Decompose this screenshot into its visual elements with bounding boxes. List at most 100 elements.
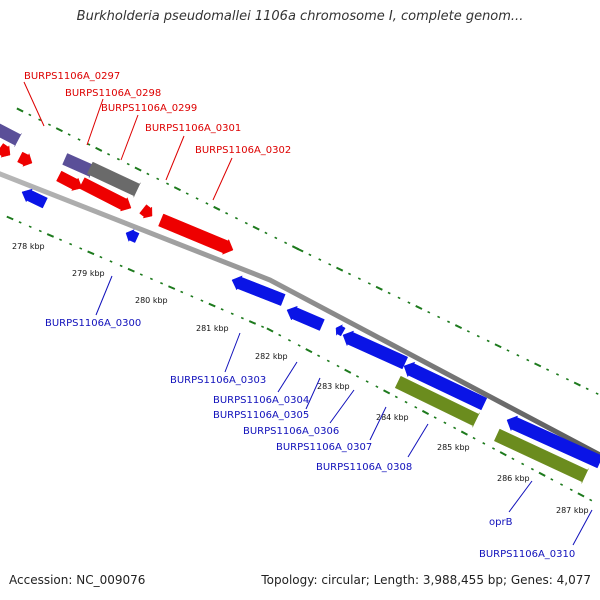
- gene-burps1106a-0310[interactable]: [506, 415, 600, 469]
- gene-burps1106a-0301[interactable]: [158, 213, 234, 255]
- outer-dotted-ring: [87, 143, 91, 146]
- gene-label[interactable]: BURPS1106A_0308: [316, 462, 412, 473]
- backbone-ring: [0, 171, 600, 458]
- outer-dotted-ring: [555, 373, 560, 376]
- gene-label[interactable]: oprB: [489, 517, 513, 528]
- outer-dotted-ring: [16, 107, 24, 113]
- tick-label: 283 kbp: [317, 382, 350, 391]
- inner-dotted-ring: [99, 255, 103, 259]
- outer-dotted-ring: [146, 172, 150, 176]
- inner-dotted-ring: [168, 285, 176, 290]
- inner-dotted-ring: [433, 416, 437, 419]
- inner-dotted-ring: [261, 325, 265, 329]
- outer-dotted-ring: [387, 291, 391, 295]
- leader-line: [305, 377, 321, 410]
- gene-label[interactable]: BURPS1106A_0297: [24, 71, 120, 82]
- gene-burps1106a-0297[interactable]: [0, 143, 11, 158]
- leader-line: [277, 361, 298, 393]
- gene-burps1106a-0308[interactable]: [394, 375, 480, 428]
- gene-burps1106a-0307[interactable]: [403, 361, 488, 411]
- inner-dotted-ring: [220, 308, 224, 311]
- outer-dotted-ring: [534, 362, 542, 368]
- outer-dotted-ring: [195, 197, 199, 200]
- inner-dotted-ring: [472, 436, 476, 440]
- gene-burps1106a-0299b[interactable]: [78, 177, 132, 212]
- inner-dotted-ring: [550, 478, 554, 481]
- inner-dotted-ring: [28, 225, 32, 228]
- gene-burps1106a-0301a[interactable]: [139, 204, 153, 219]
- outer-dotted-ring: [328, 263, 332, 266]
- inner-dotted-ring: [248, 320, 257, 325]
- leader-line: [212, 157, 233, 201]
- inner-dotted-ring: [38, 229, 42, 233]
- outer-dotted-ring: [516, 354, 520, 357]
- gene-label[interactable]: BURPS1106A_0298: [65, 88, 161, 99]
- outer-dotted-ring: [573, 381, 581, 387]
- gene-label[interactable]: BURPS1106A_0303: [170, 375, 266, 386]
- outer-dotted-ring: [397, 296, 401, 300]
- inner-dotted-ring: [482, 442, 486, 445]
- topology-text: Topology: circular; Length: 3,988,455 bp…: [261, 573, 591, 587]
- gene-label[interactable]: BURPS1106A_0306: [243, 426, 339, 437]
- outer-dotted-ring: [28, 113, 32, 117]
- inner-dotted-ring: [577, 492, 585, 498]
- outer-dotted-ring: [407, 301, 411, 304]
- inner-dotted-ring: [139, 273, 143, 276]
- gene-label[interactable]: BURPS1106A_0307: [276, 442, 372, 453]
- gene-other-left[interactable]: [0, 123, 22, 147]
- inner-dotted-ring: [511, 457, 515, 461]
- inner-dotted-ring: [538, 471, 546, 477]
- gene-label[interactable]: BURPS1106A_0300: [45, 318, 141, 329]
- gene-label[interactable]: BURPS1106A_0304: [213, 395, 309, 406]
- inner-dotted-ring: [443, 421, 447, 425]
- inner-dotted-ring: [499, 451, 507, 457]
- leader-line: [369, 406, 387, 441]
- gene-opr-b[interactable]: [493, 428, 589, 484]
- inner-dotted-ring: [394, 395, 398, 399]
- gene-label[interactable]: BURPS1106A_0301: [145, 123, 241, 134]
- inner-dotted-ring: [149, 277, 153, 281]
- gene-gray[interactable]: [86, 161, 141, 198]
- gene-burps1106a-0298[interactable]: [17, 151, 33, 167]
- inner-dotted-ring: [344, 368, 352, 374]
- inner-dotted-ring: [266, 327, 274, 333]
- outer-dotted-ring: [447, 320, 451, 324]
- tick-label: 282 kbp: [255, 352, 288, 361]
- leader-line: [508, 480, 533, 513]
- inner-dotted-ring: [404, 400, 408, 404]
- gene-label[interactable]: BURPS1106A_0302: [195, 145, 291, 156]
- inner-dotted-ring: [127, 267, 135, 273]
- outer-dotted-ring: [38, 118, 42, 122]
- leader-line: [407, 423, 429, 458]
- gene-label[interactable]: BURPS1106A_0305: [213, 410, 309, 421]
- gene-burps1106a-0303[interactable]: [231, 275, 286, 306]
- gene-label[interactable]: BURPS1106A_0310: [479, 549, 575, 560]
- gene-burps1106a-0306[interactable]: [342, 330, 409, 370]
- inner-dotted-ring: [491, 447, 496, 450]
- leader-line: [224, 332, 241, 373]
- gene-burps1106a-0300a[interactable]: [21, 188, 48, 209]
- leader-line: [572, 509, 593, 546]
- inner-dotted-ring: [421, 409, 430, 415]
- tick-label: 286 kbp: [497, 474, 530, 483]
- gene-burps1106a-0300[interactable]: [125, 229, 140, 243]
- gene-burps1106a-0299[interactable]: [56, 170, 83, 191]
- inner-dotted-ring: [87, 250, 95, 256]
- outer-dotted-ring: [134, 166, 142, 172]
- outer-dotted-ring: [126, 162, 130, 166]
- inner-dotted-ring: [190, 295, 194, 298]
- inner-dotted-ring: [521, 462, 525, 466]
- gene-label[interactable]: BURPS1106A_0299: [101, 103, 197, 114]
- gene-burps1106a-0305[interactable]: [335, 324, 346, 337]
- outer-dotted-ring: [336, 266, 344, 272]
- inner-dotted-ring: [119, 264, 123, 268]
- gene-burps1106a-0304[interactable]: [286, 305, 325, 331]
- outer-dotted-ring: [437, 315, 441, 319]
- outer-dotted-ring: [284, 241, 288, 245]
- outer-dotted-ring: [67, 133, 71, 136]
- outer-dotted-ring: [476, 334, 480, 338]
- outer-dotted-ring: [565, 377, 569, 381]
- inner-dotted-ring: [160, 282, 164, 285]
- outer-dotted-ring: [357, 277, 361, 281]
